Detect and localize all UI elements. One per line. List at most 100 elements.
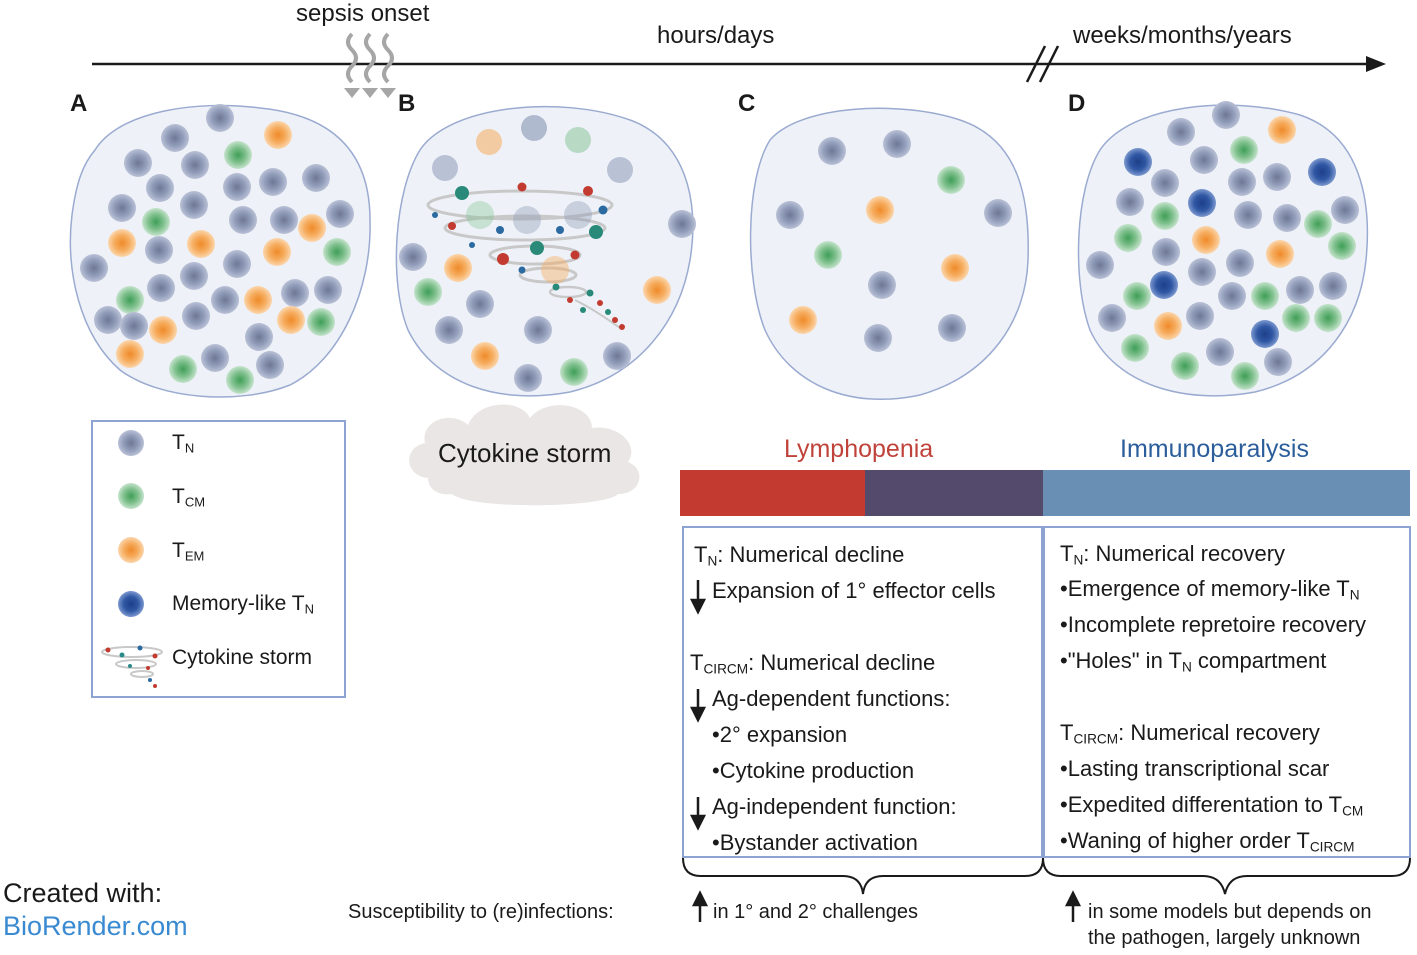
central-memory-t-cell: [1123, 282, 1151, 310]
left-ag-independent-1: •Bystander activation: [712, 830, 918, 855]
naive-t-cell: [146, 174, 174, 202]
sepsis-onset-label: sepsis onset: [296, 0, 430, 27]
central-memory-t-cell: [1328, 232, 1356, 260]
up-arrow-icons: [691, 890, 1082, 922]
central-memory-t-cell: [1304, 210, 1332, 238]
central-memory-t-cell: [1251, 282, 1279, 310]
effector-memory-t-cell: [1192, 226, 1220, 254]
naive-t-cell: [145, 236, 173, 264]
brace-right: [1042, 857, 1411, 895]
naive-t-cell: [1086, 251, 1114, 279]
naive-t-cell: [259, 168, 287, 196]
panel-label-d: D: [1068, 90, 1086, 117]
naive-t-cell: [1228, 168, 1256, 196]
naive-t-cell: [181, 151, 209, 179]
left-ag-dependent-2: •Cytokine production: [712, 758, 915, 783]
legend-item-cytokine-storm: Cytokine storm: [172, 646, 313, 669]
central-memory-t-cell: [1114, 224, 1142, 252]
cytokine-storm-tornado-icon: [426, 182, 625, 330]
central-memory-t-cell: [307, 308, 335, 336]
memory-like-t-cell: [1150, 271, 1178, 299]
right-tn-bullet-2: •Incomplete repretoire recovery: [1060, 612, 1367, 637]
effector-memory-t-cell: [941, 254, 969, 282]
right-tcircm-bullet-1: •Lasting transcriptional scar: [1060, 756, 1330, 781]
activated-cells-icon: [432, 115, 633, 284]
naive-t-cell: [314, 276, 342, 304]
central-memory-t-cell: [226, 366, 254, 394]
right-tcircm-bullet-3: •Waning of higher order TCIRCM: [1060, 828, 1355, 855]
naive-t-cell: [984, 199, 1012, 227]
naive-t-cell: [524, 316, 552, 344]
naive-t-cell: [147, 274, 175, 302]
naive-t-cell: [124, 149, 152, 177]
naive-t-cell: [182, 302, 210, 330]
naive-t-cell: [223, 250, 251, 278]
naive-t-cell: [776, 201, 804, 229]
panel-label-a: A: [70, 90, 88, 117]
naive-t-cell: [245, 323, 273, 351]
naive-t-cell: [1319, 272, 1347, 300]
lymphopenia-bar: [680, 470, 865, 516]
naive-t-cell: [864, 324, 892, 352]
naive-t-cell: [1098, 304, 1126, 332]
effector-memory-t-cell: [277, 306, 305, 334]
naive-t-cell: [180, 262, 208, 290]
lymphopenia-box: [682, 526, 1043, 858]
naive-t-cell: [256, 351, 284, 379]
effector-memory-t-cell: [118, 537, 144, 563]
naive-t-cell: [211, 286, 239, 314]
central-memory-t-cell: [142, 208, 170, 236]
left-tn-expansion: Expansion of 1° effector cells: [712, 578, 996, 603]
naive-t-cell: [818, 137, 846, 165]
central-memory-t-cell: [414, 278, 442, 306]
naive-t-cell: [118, 430, 144, 456]
effector-memory-t-cell: [643, 276, 671, 304]
right-tcircm-bullet-2: •Expedited differentation to TCM: [1060, 792, 1364, 819]
susceptibility-right-2: the pathogen, largely unknown: [1088, 927, 1361, 949]
naive-t-cell: [1206, 338, 1234, 366]
effector-memory-t-cell: [1268, 116, 1296, 144]
naive-t-cell: [108, 194, 136, 222]
naive-t-cell: [1116, 188, 1144, 216]
naive-t-cell: [1273, 204, 1301, 232]
legend-item-tcm: TCM: [172, 485, 206, 510]
naive-t-cell: [120, 312, 148, 340]
effector-memory-t-cell: [116, 340, 144, 368]
cytokine-storm-cloud-icon: [409, 404, 640, 506]
left-tn-heading: TN: Numerical decline: [694, 542, 905, 569]
central-memory-t-cell: [1230, 136, 1258, 164]
immunoparalysis-label: Immunoparalysis: [1120, 435, 1309, 463]
effector-memory-t-cell: [298, 214, 326, 242]
central-memory-t-cell: [1282, 304, 1310, 332]
central-memory-t-cell: [116, 286, 144, 314]
central-memory-t-cell: [1231, 362, 1259, 390]
timeline-arrow: [92, 45, 1386, 83]
effector-memory-t-cell: [149, 316, 177, 344]
naive-t-cell: [229, 206, 257, 234]
credit-line-1: Created with:: [3, 878, 163, 908]
right-tn-bullet-1: •Emergence of memory-like TN: [1060, 576, 1360, 603]
naive-t-cell: [1226, 249, 1254, 277]
naive-t-cell: [326, 200, 354, 228]
naive-t-cell: [668, 210, 696, 238]
effector-memory-t-cell: [789, 306, 817, 334]
naive-t-cell: [435, 316, 463, 344]
down-arrow-icons: [689, 580, 707, 831]
legend-item-memory-like-tn: Memory-like TN: [172, 592, 315, 617]
naive-t-cell: [1167, 118, 1195, 146]
effector-memory-t-cell: [244, 286, 272, 314]
naive-t-cell: [94, 306, 122, 334]
immunoparalysis-bar: [1043, 470, 1410, 516]
naive-t-cell: [270, 206, 298, 234]
naive-t-cell: [1264, 348, 1292, 376]
memory-like-t-cell: [1308, 158, 1336, 186]
central-memory-t-cell: [560, 358, 588, 386]
susceptibility-label: Susceptibility to (re)infections:: [348, 901, 614, 923]
naive-t-cell: [80, 254, 108, 282]
central-memory-t-cell: [118, 483, 144, 509]
naive-t-cell: [466, 290, 494, 318]
naive-t-cell: [1151, 169, 1179, 197]
central-memory-t-cell: [937, 166, 965, 194]
central-memory-t-cell: [323, 238, 351, 266]
susceptibility-right-1: in some models but depends on: [1088, 901, 1372, 923]
